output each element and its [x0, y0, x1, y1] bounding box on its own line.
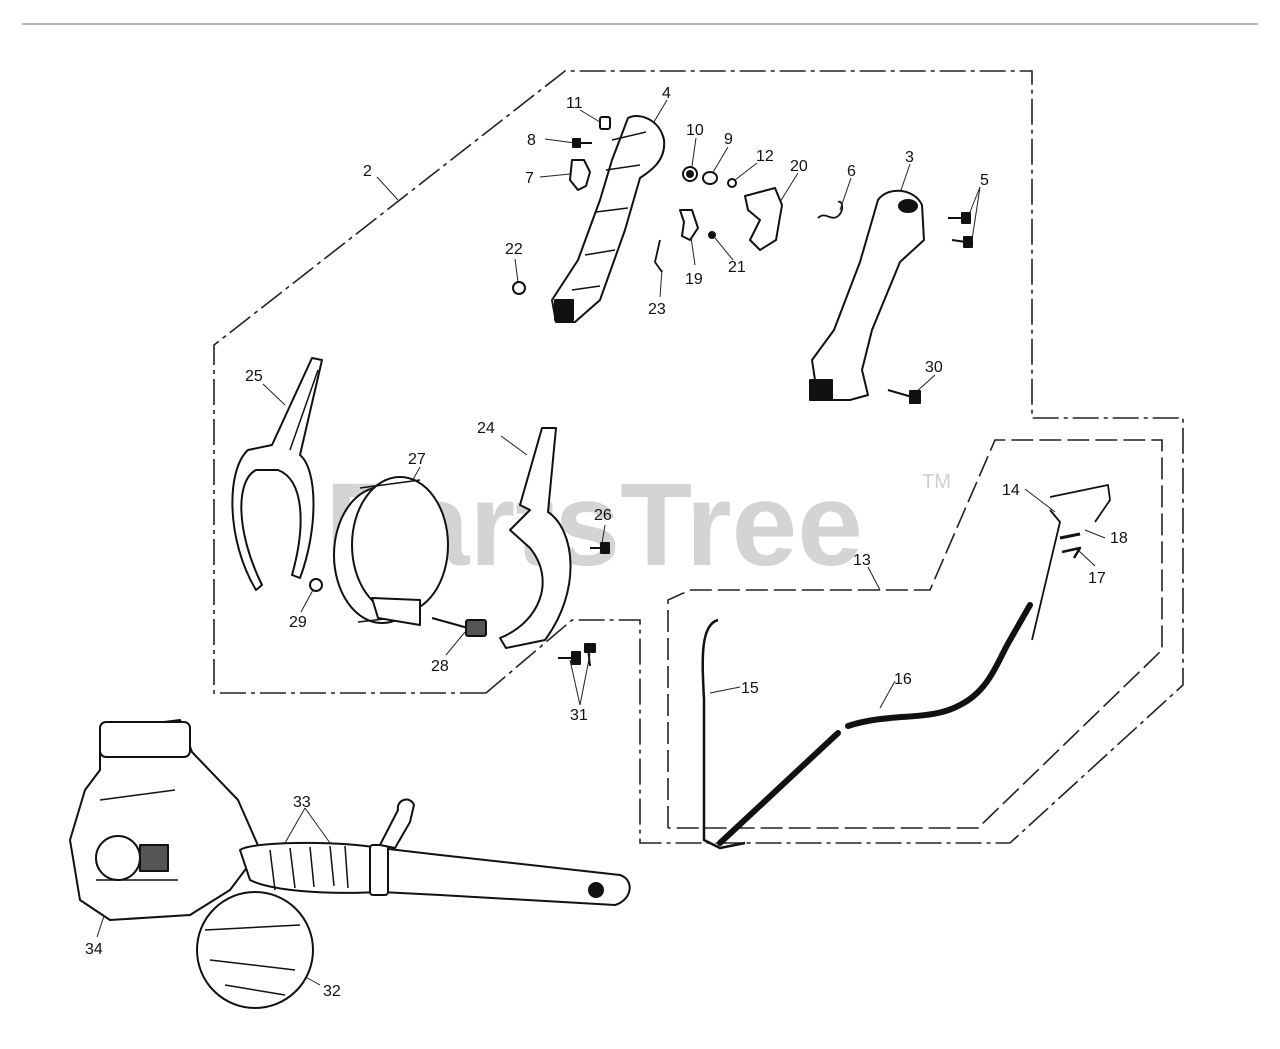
callout-32: 32 [323, 983, 341, 1000]
part-31-bolts [558, 643, 596, 667]
callout-27: 27 [408, 451, 426, 468]
callout-33: 33 [293, 794, 311, 811]
tube-handle [379, 798, 415, 849]
leader-lines [96, 99, 1106, 986]
part-14-cable-bracket [1031, 484, 1111, 641]
part-8-screw [572, 138, 592, 148]
callout-23: 23 [648, 301, 666, 318]
part-12-ring [727, 178, 737, 188]
callout-31: 31 [570, 707, 588, 724]
callout-10: 10 [686, 122, 704, 139]
part-28-bolt [431, 617, 487, 637]
blower-assembly [69, 719, 631, 1009]
callout-21: 21 [728, 259, 746, 276]
callout-17: 17 [1088, 570, 1106, 587]
group-boundary-2 [213, 70, 1184, 844]
part-7-lever [569, 159, 591, 191]
callout-18: 18 [1110, 530, 1128, 547]
part-15-cable [701, 618, 746, 850]
callout-30: 30 [925, 359, 943, 376]
callout-19: 19 [685, 271, 703, 288]
detail-zoom-circle [196, 891, 314, 1009]
callout-2: 2 [363, 163, 372, 180]
part-26-screw [590, 542, 610, 554]
callout-24: 24 [477, 420, 495, 437]
part-4-handle-housing [551, 115, 666, 323]
callout-6: 6 [847, 163, 856, 180]
part-24-clamp-handle [499, 427, 572, 649]
callout-15: 15 [741, 680, 759, 697]
callout-26: 26 [594, 507, 612, 524]
part-11-nut [599, 116, 611, 130]
callout-11: 11 [566, 95, 583, 112]
callout-9: 9 [724, 131, 733, 148]
part-16-cable-sleeve [717, 602, 1033, 846]
part-9-washer [702, 171, 718, 185]
callout-5: 5 [980, 172, 989, 189]
part-21-screw [708, 231, 716, 239]
callout-labels: 2 3 4 5 6 7 8 9 10 11 12 13 14 15 16 17 … [85, 85, 1128, 1000]
watermark-trademark: TM [922, 471, 951, 493]
callout-8: 8 [527, 132, 536, 149]
callout-3: 3 [905, 149, 914, 166]
part-27-ring-clamp [333, 476, 449, 626]
callout-12: 12 [756, 148, 774, 165]
part-29-nut [309, 578, 323, 592]
callout-29: 29 [289, 614, 307, 631]
blower-tube [239, 841, 631, 906]
part-25-strap-clamp [231, 357, 323, 591]
group-boundary-13 [667, 439, 1163, 829]
part-3-handle-cover [811, 189, 925, 401]
callout-4: 4 [662, 85, 671, 102]
callout-14: 14 [1002, 482, 1020, 499]
part-22-nut [512, 281, 526, 295]
part-23-clip [654, 239, 663, 273]
part-5-screws [948, 212, 973, 248]
callout-28: 28 [431, 658, 449, 675]
callout-16: 16 [894, 671, 912, 688]
part-17-clip [1061, 546, 1082, 559]
parts-artwork [231, 115, 1111, 850]
callout-25: 25 [245, 368, 263, 385]
callout-13: 13 [853, 552, 871, 569]
callout-22: 22 [505, 241, 523, 258]
part-20-trigger [744, 187, 783, 251]
callout-7: 7 [525, 170, 534, 187]
part-19-switch [679, 209, 699, 241]
part-18-clip [1059, 532, 1081, 540]
callout-34: 34 [85, 941, 103, 958]
part-30-bolt [887, 389, 921, 404]
part-6-spring [817, 200, 844, 219]
callout-20: 20 [790, 158, 808, 175]
